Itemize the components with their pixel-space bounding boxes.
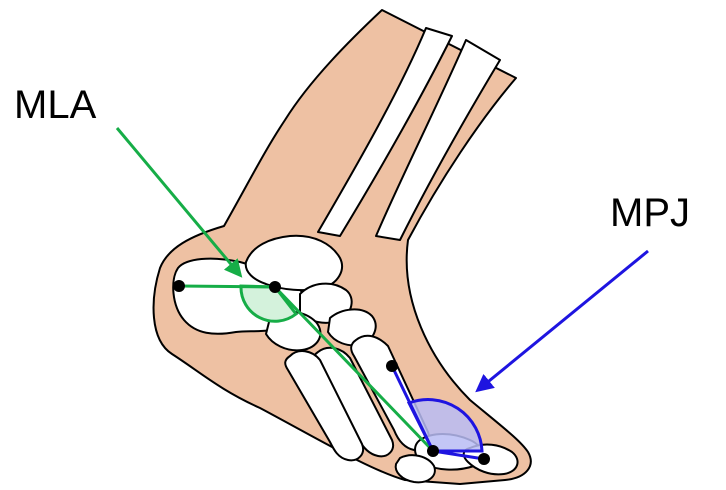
mla-label: MLA	[14, 83, 97, 127]
joint-marker-talus	[269, 281, 281, 293]
joint-marker-mpj	[427, 445, 439, 457]
joint-marker-heel	[173, 280, 185, 292]
mpj-arrow	[478, 251, 648, 390]
joint-marker-metatarsal	[386, 360, 398, 372]
joint-marker-toe	[478, 453, 490, 465]
mpj-label: MPJ	[610, 191, 690, 235]
mla-line-heel	[179, 286, 275, 287]
